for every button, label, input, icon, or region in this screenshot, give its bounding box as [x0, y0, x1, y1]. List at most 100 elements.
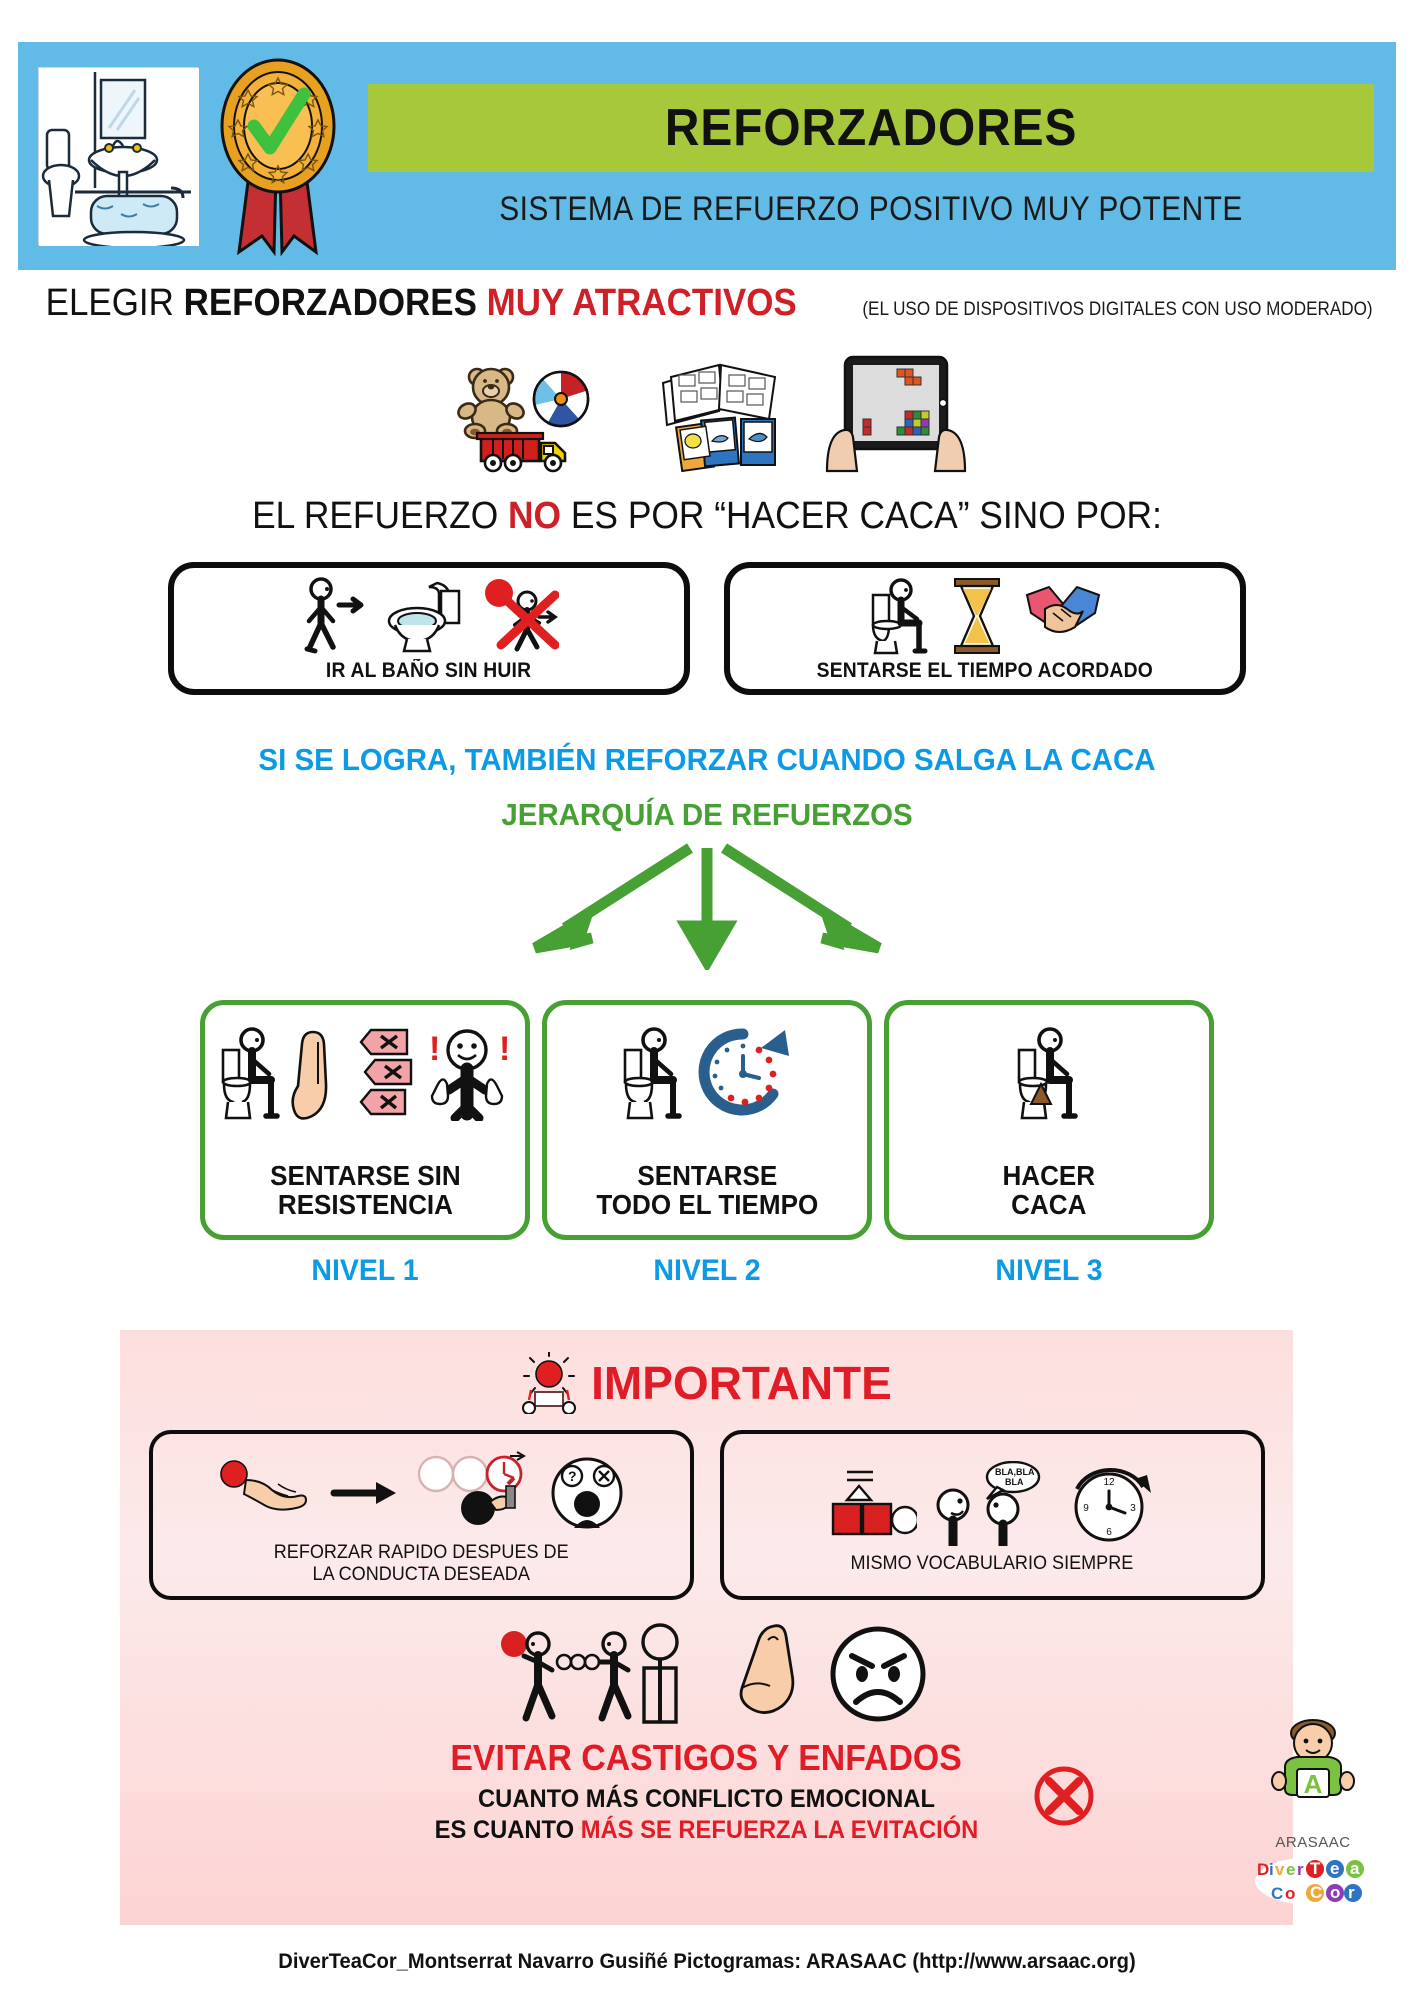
hourglass-icon	[954, 578, 1000, 654]
pointing-finger-icon	[739, 1624, 795, 1714]
evitar-line3-b: MÁS SE REFUERZA LA EVITACIÓN	[580, 1816, 979, 1844]
svg-text:a: a	[1350, 1859, 1360, 1878]
important-box-1-icons: ?	[216, 1445, 626, 1540]
header-band: REFORZADORES SISTEMA DE REFUERZO POSITIV…	[18, 42, 1396, 270]
happy-thumbs-up-icon: ! !	[429, 1029, 510, 1121]
box-ir-al-bano-caption: IR AL BAÑO SIN HUIR	[326, 659, 532, 682]
level-2-caption: SENTARSE TODO EL TIEMPO	[596, 1161, 818, 1219]
level-1-label: NIVEL 1	[311, 1254, 419, 1287]
level-3-caption: HACER CACA	[1003, 1161, 1096, 1219]
important-boxes: ? REFORZAR RAPIDO DESPUES DE LA CONDUCTA…	[120, 1430, 1293, 1600]
handshake-icon	[1025, 585, 1101, 633]
box-ir-al-bano: IR AL BAÑO SIN HUIR	[168, 562, 690, 695]
two-people-talking-icon: BLA,BLA BLA	[936, 1460, 1041, 1546]
no-symbols-icon	[359, 1028, 413, 1116]
elegir-section: ELEGIR REFORZADORES MUY ATRACTIVOS (EL U…	[0, 282, 1414, 325]
refuerzo-part-b: ES POR “HACER CACA” SINO POR:	[561, 495, 1162, 537]
si-se-logra-text: SI SE LOGRA, TAMBIÉN REFORZAR CUANDO SAL…	[258, 742, 1156, 777]
important-box-reforzar-rapido: ? REFORZAR RAPIDO DESPUES DE LA CONDUCTA…	[148, 1430, 694, 1600]
svg-text:e: e	[1330, 1859, 1339, 1878]
box-sentarse-tiempo: SENTARSE EL TIEMPO ACORDADO	[724, 562, 1246, 695]
level-1: ! ! SENTARSE SIN RESISTENCIA	[200, 1000, 530, 1288]
svg-text:BLA,BLA: BLA,BLA	[995, 1467, 1035, 1477]
thinking-person-icon: ?	[551, 1457, 623, 1529]
evitar-line2: CUANTO MÁS CONFLICTO EMOCIONAL	[478, 1785, 935, 1813]
walking-person-icon	[304, 577, 364, 654]
teddy-ball-truck-group	[443, 361, 623, 478]
level-2-caption-line1: SENTARSE	[637, 1159, 777, 1191]
tablet-game-icon	[821, 355, 971, 478]
arasaac-logo-letter: A	[1304, 1769, 1323, 1799]
level-2-icons	[621, 1021, 793, 1126]
person-sitting-toilet-icon	[871, 578, 928, 655]
level-1-caption-line1: SENTARSE SIN	[269, 1159, 461, 1191]
alarm-bell-icon	[522, 1352, 577, 1414]
jerarquia-title: JERARQUÍA DE REFUERZOS	[501, 797, 913, 832]
angry-face-icon	[830, 1626, 926, 1722]
medal-check-icon	[204, 54, 354, 259]
same-cards-icon	[831, 1471, 917, 1536]
no-running-away-icon	[485, 579, 559, 652]
toilet-icon	[387, 581, 461, 653]
footer-credit: DiverTeaCor_Montserrat Navarro Gusiñé Pi…	[278, 1950, 1136, 1973]
important-heading: IMPORTANTE	[120, 1330, 1293, 1414]
level-2-label: NIVEL 2	[653, 1254, 761, 1287]
level-3: HACER CACA NIVEL 3	[884, 1000, 1214, 1288]
svg-text:!: !	[499, 1030, 510, 1068]
important-row2-icons	[120, 1622, 1293, 1727]
box-sentarse-tiempo-icons	[867, 576, 1103, 656]
arasaac-child-icon: A	[1271, 1719, 1355, 1799]
levels-row: ! ! SENTARSE SIN RESISTENCIA	[0, 1000, 1414, 1288]
level-3-caption-line2: CACA	[1011, 1188, 1087, 1220]
important-panel: IMPORTANTE	[120, 1330, 1293, 1925]
important-heading-text: IMPORTANTE	[591, 1357, 892, 1409]
important-box-2-caption: MISMO VOCABULARIO SIEMPRE	[851, 1553, 1134, 1574]
svg-text:9: 9	[1083, 1503, 1089, 1514]
svg-text:v: v	[1275, 1860, 1285, 1879]
hierarchy-arrows	[0, 840, 1414, 973]
elegir-part-b: REFORZADORES	[183, 282, 487, 324]
arrow-right-icon	[330, 1481, 396, 1504]
svg-text:!: !	[429, 1030, 440, 1068]
person-sitting-toilet-icon	[221, 1027, 280, 1120]
evitar-line3-a: ES CUANTO	[434, 1816, 581, 1844]
page-title-text: REFORZADORES	[664, 98, 1078, 157]
header-texts: REFORZADORES SISTEMA DE REFUERZO POSITIV…	[368, 83, 1374, 229]
box-sentarse-tiempo-caption: SENTARSE EL TIEMPO ACORDADO	[816, 659, 1154, 682]
level-3-card: HACER CACA	[884, 1000, 1214, 1240]
page-title: REFORZADORES	[368, 83, 1374, 172]
person-pulling-person-icon	[501, 1623, 679, 1724]
elegir-headline: ELEGIR REFORZADORES MUY ATRACTIVOS	[46, 282, 797, 325]
important-box-1-caption-line1: REFORZAR RAPIDO DESPUES DE	[273, 1542, 569, 1564]
arasaac-logo-name: ARASAAC	[1275, 1834, 1351, 1851]
svg-text:C: C	[1271, 1884, 1283, 1903]
svg-text:3: 3	[1130, 1503, 1136, 1514]
elegir-subnote: (EL USO DE DISPOSITIVOS DIGITALES CON US…	[862, 299, 1373, 320]
svg-text:e: e	[1286, 1860, 1295, 1879]
refuerzo-headline: EL REFUERZO NO ES POR “HACER CACA” SINO …	[49, 495, 1364, 538]
level-2-card: SENTARSE TODO EL TIEMPO	[542, 1000, 872, 1240]
evitar-headline: EVITAR CASTIGOS Y ENFADOS	[450, 1737, 963, 1778]
fast-clocks-icon	[417, 1451, 527, 1526]
level-3-label: NIVEL 3	[995, 1254, 1103, 1287]
refuerzo-boxes: IR AL BAÑO SIN HUIR	[0, 562, 1414, 695]
hand-giving-reward-icon	[220, 1459, 308, 1511]
svg-text:o: o	[1330, 1883, 1340, 1902]
svg-text:T: T	[1310, 1859, 1321, 1878]
toys-row	[0, 355, 1414, 478]
svg-text:o: o	[1285, 1884, 1295, 1903]
svg-text:BLA: BLA	[1005, 1477, 1024, 1487]
level-3-caption-line1: HACER	[1002, 1159, 1096, 1191]
important-box-1-caption-line2: LA CONDUCTA DESEADA	[312, 1563, 530, 1585]
elegir-part-a: ELEGIR	[45, 282, 184, 324]
box-ir-al-bano-icons	[299, 576, 559, 656]
person-sitting-toilet-icon	[623, 1027, 682, 1120]
svg-text:r: r	[1348, 1883, 1355, 1902]
clock-timer-icon	[698, 1028, 789, 1116]
evitar-line3: ES CUANTO MÁS SE REFUERZA LA EVITACIÓN	[149, 1816, 1263, 1845]
svg-text:C: C	[1310, 1883, 1322, 1902]
